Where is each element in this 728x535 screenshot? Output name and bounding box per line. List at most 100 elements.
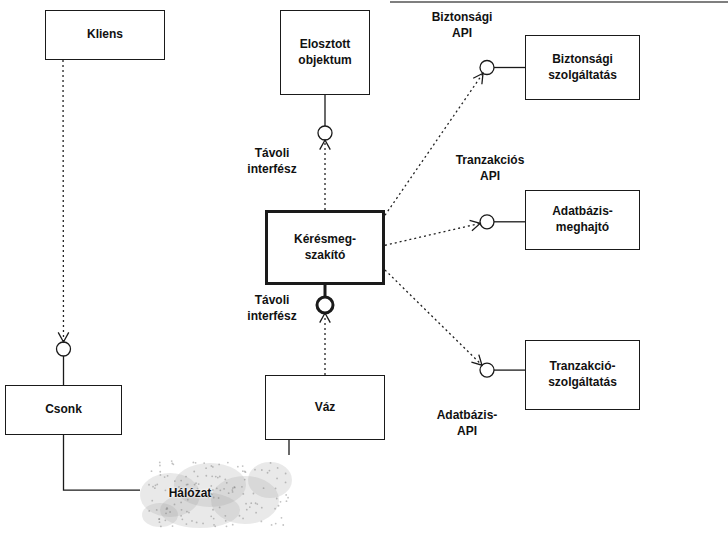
service-box: Biztonsági szolgáltatás xyxy=(525,35,640,100)
rule-line xyxy=(390,1,728,3)
cloud-speck xyxy=(228,492,230,494)
dependency-line xyxy=(324,140,325,210)
cloud-speck xyxy=(159,521,161,523)
cloud-speck xyxy=(280,501,282,503)
cloud-speck xyxy=(158,518,160,520)
cloud-speck xyxy=(214,525,216,527)
cloud-speck xyxy=(278,505,280,507)
cloud-speck xyxy=(180,480,182,482)
cloud-speck xyxy=(245,503,247,505)
service-box: Tranzakció- szolgáltatás xyxy=(525,340,640,410)
skeleton-box: Váz xyxy=(265,375,385,440)
cloud-speck xyxy=(211,475,213,477)
box-label: Kérésmeg- szakító xyxy=(285,232,365,263)
dependency-arrow xyxy=(318,95,332,210)
box-label: Elosztott objektum xyxy=(289,37,361,68)
cloud-speck xyxy=(223,488,225,490)
cloud-speck xyxy=(246,509,248,511)
cloud-speck xyxy=(276,478,278,480)
box-label: Csonk xyxy=(45,402,82,418)
cloud-speck xyxy=(232,524,234,526)
dependency-arrow xyxy=(385,270,525,377)
cloud-speck xyxy=(276,498,278,500)
cloud-speck xyxy=(196,521,198,523)
cloud-speck xyxy=(277,467,279,469)
open-arrowhead xyxy=(320,140,331,150)
interface-stem xyxy=(494,369,525,370)
dependency-arrow xyxy=(385,215,525,245)
cloud-speck xyxy=(169,511,171,513)
interface-circle xyxy=(480,215,494,229)
interface-stem xyxy=(324,95,325,126)
cloud-speck xyxy=(219,489,221,491)
cloud-speck xyxy=(159,471,161,473)
cloud-speck xyxy=(267,472,269,474)
cloud-speck xyxy=(164,476,166,478)
cloud-speck xyxy=(282,524,284,526)
cloud-speck xyxy=(180,515,182,517)
dependency-line xyxy=(385,270,482,365)
cloud-speck xyxy=(213,524,215,526)
cloud-speck xyxy=(249,506,251,508)
cloud-speck xyxy=(242,517,244,519)
open-arrowhead xyxy=(320,313,331,323)
cloud-speck xyxy=(159,465,161,467)
cloud-speck xyxy=(160,525,162,527)
cloud-speck xyxy=(180,502,182,504)
object-box: Elosztott objektum xyxy=(280,10,370,95)
cloud-speck xyxy=(155,484,157,486)
cloud-speck xyxy=(225,520,227,522)
interceptor-box: Kérésmeg- szakító xyxy=(265,210,385,285)
dependency-line xyxy=(324,313,325,375)
dependency-arrow xyxy=(317,285,333,375)
cloud-speck xyxy=(253,493,255,495)
cloud-speck xyxy=(219,476,221,478)
cloud-speck xyxy=(285,494,287,496)
network-line xyxy=(64,435,141,490)
cloud-speck xyxy=(192,462,194,464)
interface-stem xyxy=(324,285,327,297)
cloud-speck xyxy=(194,484,196,486)
interface-circle xyxy=(317,297,333,313)
cloud-speck xyxy=(188,512,190,514)
cloud-blob xyxy=(142,503,178,527)
cloud-speck xyxy=(186,523,188,525)
cloud-speck xyxy=(213,518,215,520)
cloud-speck xyxy=(226,482,228,484)
cloud-speck xyxy=(254,469,256,471)
cloud-speck xyxy=(261,507,263,509)
cloud-speck xyxy=(281,517,283,519)
cloud-speck xyxy=(275,523,277,525)
interface-circle xyxy=(318,126,332,140)
cloud-speck xyxy=(212,509,214,511)
cloud-speck xyxy=(212,489,214,491)
cloud-blob xyxy=(248,462,292,498)
box-label: Adatbázis- meghajtó xyxy=(540,204,626,235)
cloud-speck xyxy=(287,497,289,499)
box-label: Hálózat xyxy=(169,486,212,502)
cloud-speck xyxy=(232,491,234,493)
interface-label: Távoli interfész xyxy=(240,293,304,324)
cloud-speck xyxy=(224,515,226,517)
interface-label: Tranzakciós API xyxy=(448,153,532,184)
cloud-speck xyxy=(151,500,153,502)
cloud-speck xyxy=(269,470,271,472)
cloud-speck xyxy=(256,503,258,505)
driver-box: Adatbázis- meghajtó xyxy=(525,190,640,250)
cloud-speck xyxy=(187,483,189,485)
cloud-speck xyxy=(172,525,174,527)
dependency-arrow xyxy=(385,61,525,216)
interface-stem xyxy=(63,356,64,385)
cloud-speck xyxy=(255,502,257,504)
cloud-speck xyxy=(174,503,176,505)
cloud-speck xyxy=(164,519,166,521)
interface-stem xyxy=(494,67,525,68)
network-link xyxy=(64,435,141,490)
cloud-speck xyxy=(234,487,236,489)
cloud-speck xyxy=(237,466,239,468)
cloud-speck xyxy=(152,486,154,488)
cloud-speck xyxy=(286,500,288,502)
cloud-speck xyxy=(270,462,272,464)
cloud-speck xyxy=(156,509,158,511)
cloud-speck xyxy=(203,462,205,464)
